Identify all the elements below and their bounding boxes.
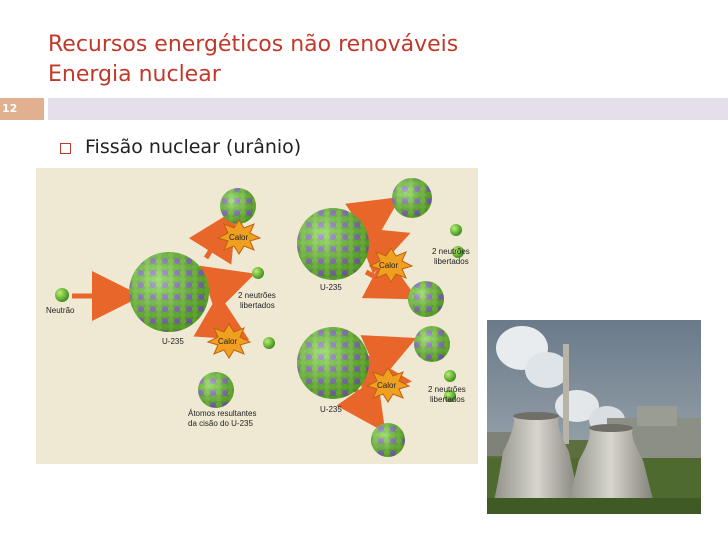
slide-title-line-1: Recursos energéticos não renováveis (48, 30, 458, 60)
atoms-label-1: Átomos resultantes (188, 409, 256, 418)
slide-title: Recursos energéticos não renováveis Ener… (48, 30, 458, 90)
neutrons-top-label-2: libertados (434, 257, 469, 266)
u235-main-label: U-235 (162, 337, 184, 346)
heat-label-3: Calor (379, 261, 398, 270)
neutron-label: Neutrão (46, 306, 75, 315)
nuclear-plant-photo (487, 320, 701, 514)
u235-top-label: U-235 (320, 283, 342, 292)
heat-label-1: Calor (229, 233, 248, 242)
u235-bottom-label: U-235 (320, 405, 342, 414)
bullet-item: Fissão nuclear (urânio) (60, 136, 301, 158)
heat-label-4: Calor (377, 381, 396, 390)
neutron-mid (252, 267, 264, 279)
bullet-text: Fissão nuclear (urânio) (85, 136, 301, 158)
neutrons-bot-label-1: 2 neutrões (428, 385, 466, 394)
neutron-mid-2 (263, 337, 275, 349)
neutrons-top-label-1: 2 neutrões (432, 247, 470, 256)
neutrons-mid-label-1: 2 neutrões (238, 291, 276, 300)
slide-title-line-2: Energia nuclear (48, 60, 458, 90)
fission-diagram: Neutrão U-235 Calor 2 neutrões libertado… (36, 168, 478, 464)
heat-label-2: Calor (218, 337, 237, 346)
neutron-ball (55, 288, 69, 302)
slide-number: 12 (2, 102, 17, 115)
bullet-square-icon (60, 143, 71, 154)
neutrons-bot-label-2: libertados (430, 395, 465, 404)
atoms-label-2: da cisão do U-235 (188, 419, 253, 428)
neutron-top-right (450, 224, 462, 236)
neutron-bot-right (444, 370, 456, 382)
neutrons-mid-label-2: libertados (240, 301, 275, 310)
title-divider-bar (48, 98, 728, 120)
